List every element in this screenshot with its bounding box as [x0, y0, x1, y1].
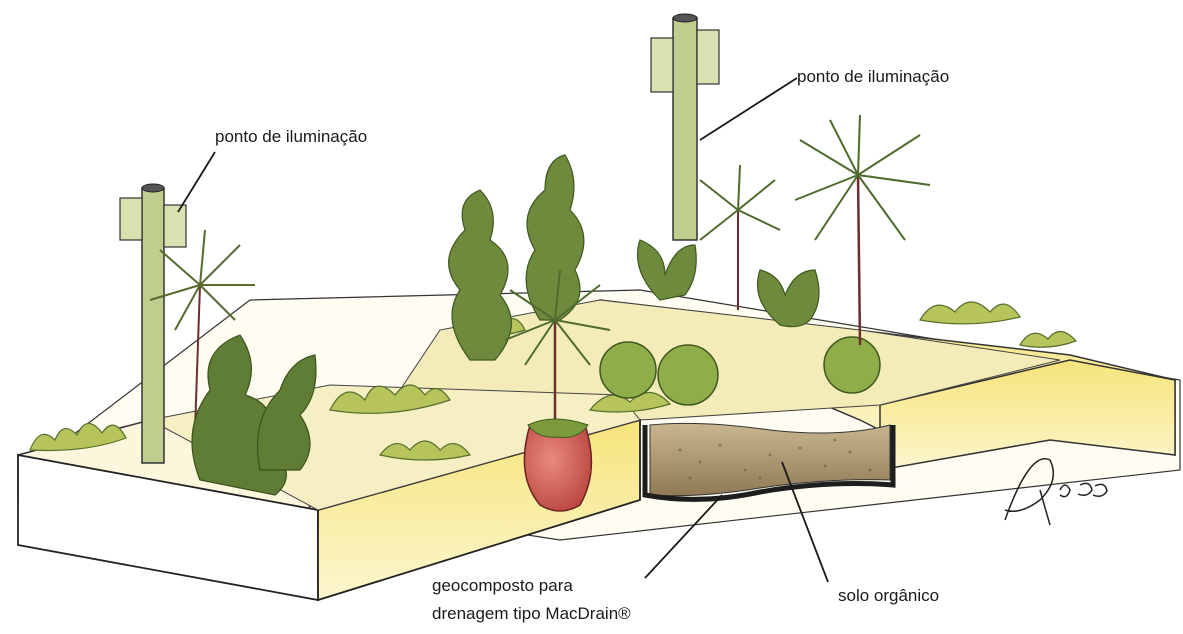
shrub-right-spiky	[636, 239, 820, 328]
artist-signature	[1004, 458, 1108, 526]
drainage-layer	[642, 425, 896, 502]
round-shrubs	[599, 336, 881, 406]
label-drainage-line2: drenagem tipo MacDrain®	[432, 604, 631, 623]
leader-lines	[177, 77, 829, 583]
leader-lighting-left	[177, 151, 216, 213]
right-planter-bed	[379, 299, 1176, 471]
soil-section	[642, 422, 896, 502]
leader-lighting-right	[699, 77, 798, 141]
lighting-pole-right	[650, 13, 720, 241]
palm-right-tall	[794, 114, 931, 346]
label-lighting-left: ponto de iluminação	[215, 127, 368, 146]
label-drainage-line1: geocomposto para	[432, 576, 573, 595]
lighting-pole-left	[119, 183, 187, 464]
leader-drainage	[644, 494, 723, 579]
leader-soil	[781, 461, 829, 583]
red-pot	[523, 424, 593, 512]
palm-center-pot	[504, 269, 611, 512]
shrub-left-foreground	[191, 334, 317, 496]
palm-left	[149, 229, 255, 431]
palm-right-mid	[699, 164, 781, 310]
label-soil: solo orgânico	[838, 586, 940, 605]
shrub-tall-left	[448, 154, 585, 361]
label-lighting-right: ponto de iluminação	[797, 67, 950, 86]
